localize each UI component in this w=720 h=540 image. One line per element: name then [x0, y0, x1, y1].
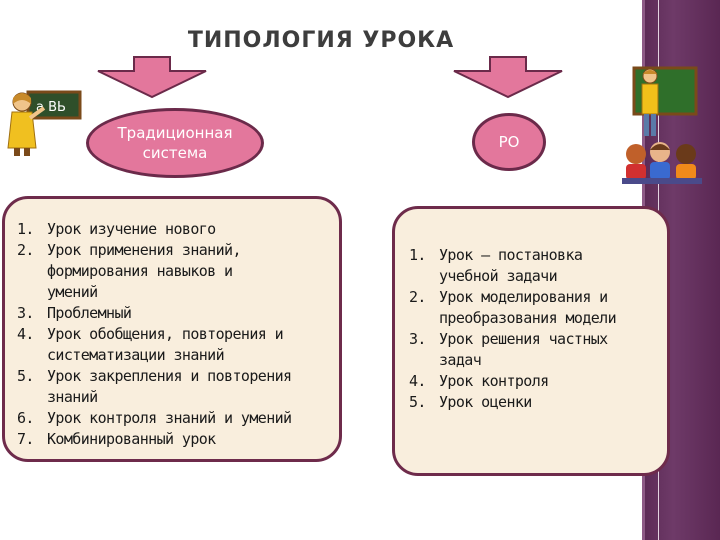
list-item-text: преобразования модели [439, 309, 617, 327]
list-item: 4. Урок обобщения, повторения и систематиз… [17, 324, 329, 366]
list-item-text: умений [47, 283, 98, 301]
right-down-arrow-icon [453, 56, 563, 99]
list-item-number: 1. [409, 246, 426, 264]
oval-label-line1: Традиционная [117, 124, 233, 142]
list-item-text: Урок решения частных [439, 330, 608, 348]
list-item: 3. Урок решения частных задач [409, 329, 659, 371]
list-item: 2. Урок применения знаний, формирования на… [17, 240, 329, 303]
list-item-text: Урок оценки [439, 393, 532, 411]
list-item: 5. Урок закрепления и повторения знаний [17, 366, 329, 408]
list-item-text: знаний [47, 388, 98, 406]
list-item-text: задач [439, 351, 482, 369]
page-title: ТИПОЛОГИЯ УРОКА [187, 28, 455, 53]
list-item: 2. Урок моделирования и преобразования мод… [409, 287, 659, 329]
list-item-text: Урок моделирования и [439, 288, 608, 306]
list-item: 1. Урок – постановка учебной задачи [409, 245, 659, 287]
list-item-text: Урок изучение нового [47, 220, 216, 238]
list-item: 3. Проблемный [17, 303, 329, 324]
ro-lessons-list: 1. Урок – постановка учебной задачи 2. Урок … [409, 245, 659, 413]
list-item-text: Урок применения знаний, [47, 241, 242, 259]
list-item-text: учебной задачи [439, 267, 558, 285]
traditional-lessons-box: 1. Урок изучение нового 2. Урок применения … [2, 196, 342, 462]
teacher-with-students-icon [622, 66, 702, 184]
list-item: 7. Комбинированный урок [17, 429, 329, 450]
teacher-at-chalkboard-icon: а ВЬ [7, 90, 82, 156]
list-item: 1. Урок изучение нового [17, 219, 329, 240]
ro-oval: РО [472, 113, 546, 171]
list-item-number: 4. [409, 372, 426, 390]
list-item-number: 3. [409, 330, 426, 348]
ro-lessons-box: 1. Урок – постановка учебной задачи 2. Урок … [392, 206, 670, 476]
list-item: 6. Урок контроля знаний и умений [17, 408, 329, 429]
ro-label: РО [498, 133, 520, 151]
traditional-system-oval: Традиционная система [86, 108, 264, 178]
traditional-lessons-list: 1. Урок изучение нового 2. Урок применения … [17, 219, 329, 450]
list-item-text: Урок – постановка [439, 246, 583, 264]
left-down-arrow-icon [97, 56, 207, 99]
list-item: 4. Урок контроля [409, 371, 659, 392]
oval-label-line2: система [142, 144, 208, 162]
list-item-text: систематизации знаний [47, 346, 225, 364]
list-item-number: 6. [17, 409, 34, 427]
list-item-text: Урок контроля [439, 372, 549, 390]
list-item-text: Урок контроля знаний и умений [47, 409, 292, 427]
list-item-number: 2. [409, 288, 426, 306]
list-item-text: Урок закрепления и повторения [47, 367, 292, 385]
list-item-text: Урок обобщения, повторения и [47, 325, 284, 343]
list-item-number: 5. [409, 393, 426, 411]
list-item-number: 1. [17, 220, 34, 238]
list-item: 5. Урок оценки [409, 392, 659, 413]
list-item-number: 4. [17, 325, 34, 343]
list-item-text: формирования навыков и [47, 262, 233, 280]
list-item-number: 7. [17, 430, 34, 448]
chalkboard-text: а ВЬ [36, 100, 66, 115]
list-item-number: 3. [17, 304, 34, 322]
list-item-text: Комбинированный урок [47, 430, 216, 448]
list-item-number: 2. [17, 241, 34, 259]
list-item-text: Проблемный [47, 304, 132, 322]
list-item-number: 5. [17, 367, 34, 385]
